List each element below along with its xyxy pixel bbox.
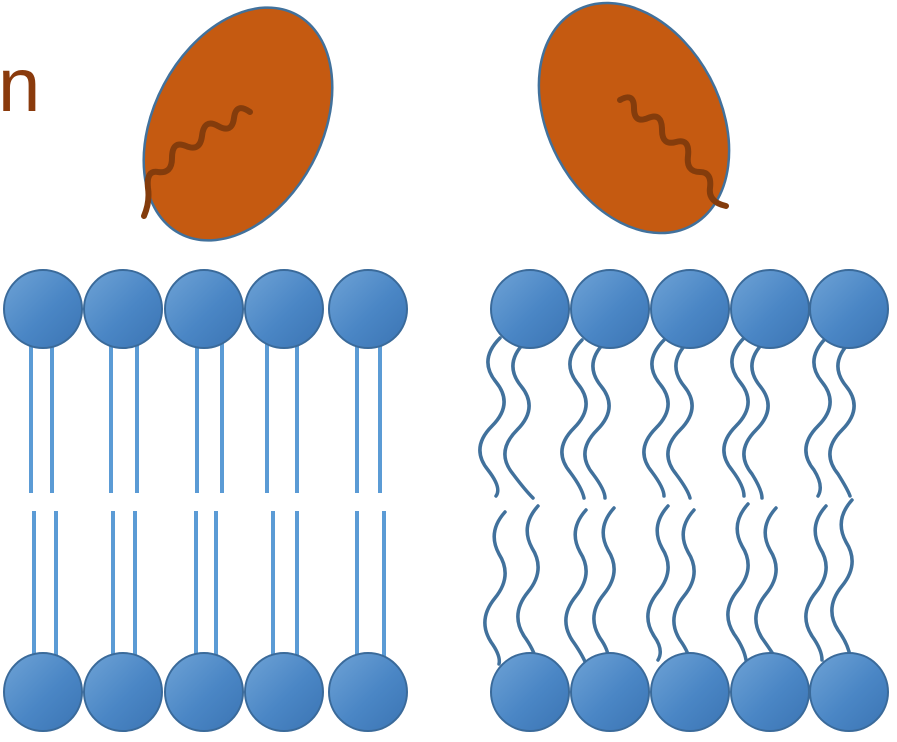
lipid-head (245, 270, 323, 348)
lipid-head (4, 653, 82, 731)
tails-top-wavy (480, 338, 854, 498)
protein-right (501, 0, 767, 266)
lipid-head (810, 270, 888, 348)
tail (566, 510, 586, 664)
tail (806, 338, 830, 496)
tail (562, 340, 586, 498)
lipid-head (491, 653, 569, 731)
heads-bottom-left (4, 653, 407, 731)
heads-bottom-right (491, 653, 888, 731)
tail (830, 342, 854, 496)
lipid-head (731, 270, 809, 348)
tail (518, 506, 538, 660)
lipid-head (651, 653, 729, 731)
lipid-head (731, 653, 809, 731)
tail (594, 508, 614, 662)
protein-left (106, 0, 371, 273)
lipid-head (329, 653, 407, 731)
lipid-head (4, 270, 82, 348)
tails-bottom-wavy (485, 500, 852, 664)
lipid-head (84, 270, 162, 348)
protein-body (106, 0, 371, 273)
lipid-head (571, 270, 649, 348)
tail (724, 338, 748, 496)
tail (480, 338, 504, 496)
heads-top-left (4, 270, 407, 348)
fluid-membrane-panel (480, 0, 888, 731)
lipid-head (810, 653, 888, 731)
lipid-head (651, 270, 729, 348)
lipid-head (491, 270, 569, 348)
tail (668, 342, 692, 498)
heads-top-right (491, 270, 888, 348)
lipid-head (165, 270, 243, 348)
tails-top-straight (31, 340, 380, 493)
lipid-head (245, 653, 323, 731)
tail (585, 342, 609, 498)
tail (744, 342, 768, 498)
tail (485, 512, 505, 664)
tail (674, 510, 694, 664)
lipid-head (329, 270, 407, 348)
tail (832, 500, 852, 656)
lipid-head (84, 653, 162, 731)
tail (806, 506, 826, 660)
tail (728, 504, 748, 660)
rigid-membrane-panel (4, 0, 407, 731)
lipid-head (165, 653, 243, 731)
lipid-head (571, 653, 649, 731)
protein-body (501, 0, 767, 266)
tail (756, 508, 778, 662)
tail (648, 506, 668, 660)
tails-bottom-straight (34, 511, 384, 662)
tail (505, 342, 533, 498)
tail (644, 340, 668, 496)
